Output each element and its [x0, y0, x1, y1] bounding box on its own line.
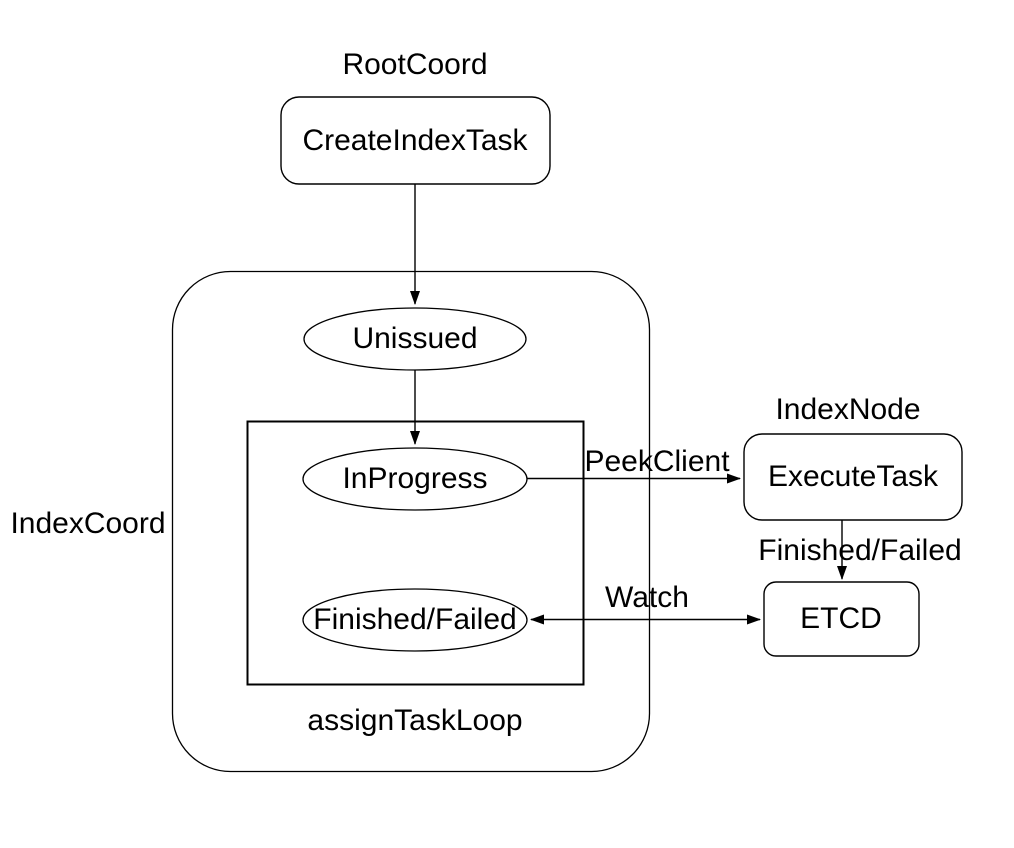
finished-failed-ellipse: [302, 588, 528, 652]
create-index-task-box: [280, 96, 551, 185]
unissued-label: Unissued: [352, 321, 478, 355]
execute-task-label: ExecuteTask: [767, 459, 939, 493]
create-index-task-label: CreateIndexTask: [302, 123, 528, 157]
assign-task-loop-label: assignTaskLoop: [307, 703, 523, 737]
root-coord-label: RootCoord: [342, 47, 488, 81]
peek-client-edge-label: PeekClient: [584, 444, 730, 478]
etcd-label: ETCD: [800, 601, 882, 635]
execute-task-box: [743, 433, 963, 521]
etcd-box: [763, 581, 920, 657]
finished-failed-edge-label: Finished/Failed: [758, 533, 962, 567]
index-node-label: IndexNode: [775, 392, 921, 426]
in-progress-label: InProgress: [342, 461, 488, 495]
watch-edge-label: Watch: [605, 580, 689, 614]
index-coord-label: IndexCoord: [10, 506, 166, 540]
finished-failed-node-label: Finished/Failed: [313, 602, 517, 636]
unissued-ellipse: [303, 307, 527, 371]
index-coord-container: [171, 270, 651, 773]
